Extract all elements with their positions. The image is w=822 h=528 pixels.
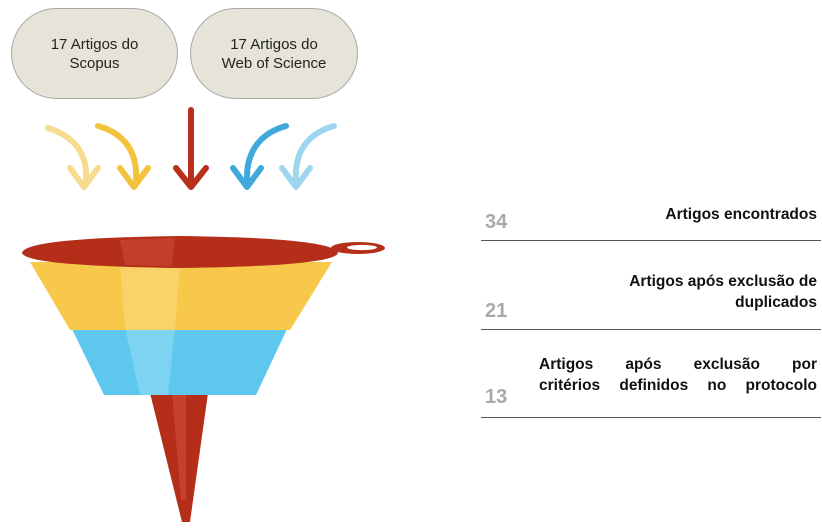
stat-row-after-duplicates: 21 Artigos após exclusão de duplicados bbox=[481, 259, 821, 330]
stat-label-line2: critérios definidos no protocolo bbox=[539, 377, 817, 394]
stat-label-line1: Artigos após exclusão de bbox=[629, 273, 817, 290]
source-web-of-science-pill: 17 Artigos do Web of Science bbox=[190, 8, 358, 99]
source-wos-line2: Web of Science bbox=[221, 54, 327, 72]
stat-label: Artigos após exclusão de duplicados bbox=[587, 271, 817, 313]
stat-row-found: 34 Artigos encontrados bbox=[481, 195, 821, 241]
stat-label-line2: duplicados bbox=[735, 294, 817, 311]
arrow-light-yellow-icon bbox=[45, 125, 101, 190]
stat-number: 13 bbox=[485, 386, 508, 408]
stat-label-line1: Artigos encontrados bbox=[665, 206, 817, 223]
stat-label: Artigos após exclusão por critérios defi… bbox=[539, 354, 817, 396]
source-scopus-pill: 17 Artigos do Scopus bbox=[11, 8, 178, 99]
source-scopus-line2: Scopus bbox=[69, 54, 120, 72]
arrow-yellow-icon bbox=[95, 123, 151, 190]
arrow-light-blue-icon bbox=[279, 123, 337, 190]
stat-row-after-criteria: 13 Artigos após exclusão por critérios d… bbox=[481, 346, 821, 418]
source-scopus-line1: 17 Artigos do bbox=[50, 35, 139, 53]
source-wos-line1: 17 Artigos do bbox=[230, 35, 318, 53]
stat-number: 21 bbox=[485, 300, 508, 322]
stat-label-line1: Artigos após exclusão por bbox=[539, 356, 817, 373]
arrow-red-icon bbox=[173, 107, 209, 190]
stat-label: Artigos encontrados bbox=[665, 204, 817, 225]
stat-number: 34 bbox=[485, 211, 508, 233]
funnel-icon bbox=[22, 236, 385, 522]
arrow-blue-icon bbox=[230, 123, 289, 190]
